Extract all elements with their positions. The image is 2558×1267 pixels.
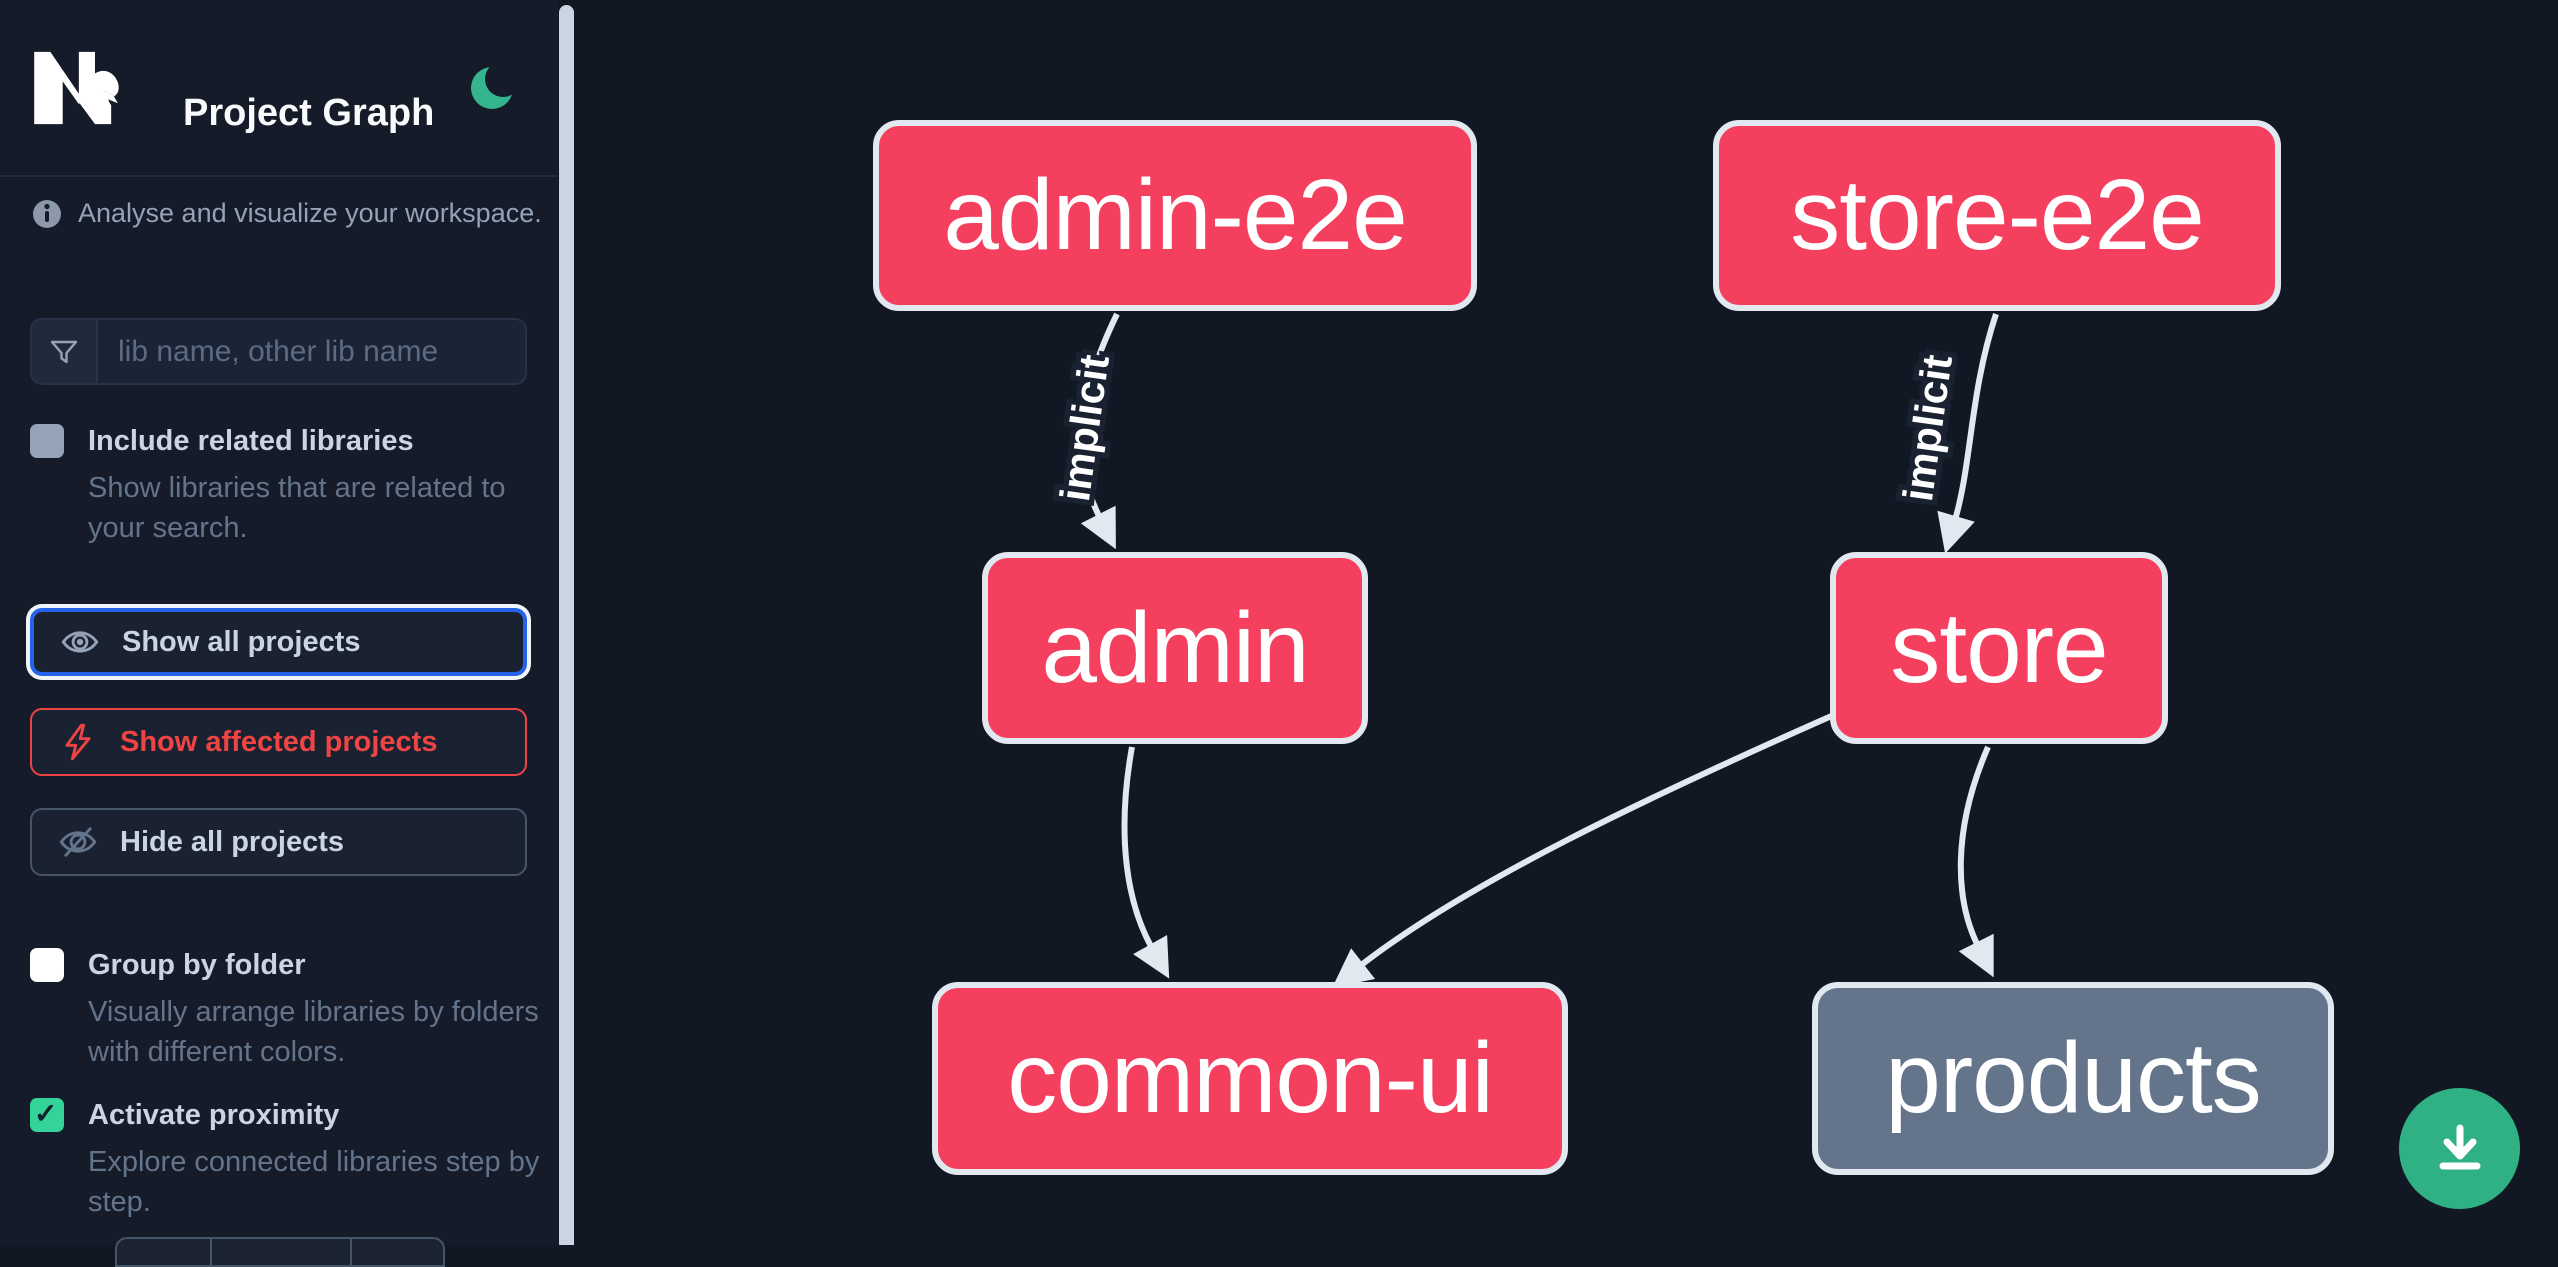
hide-all-projects-label: Hide all projects <box>120 825 345 858</box>
info-icon <box>32 199 62 229</box>
graph-node-store[interactable]: store <box>1830 552 2168 744</box>
edge-store-to-products[interactable] <box>1957 745 1994 978</box>
include-related-checkbox[interactable] <box>30 424 64 458</box>
show-all-projects-button[interactable]: Show all projects <box>30 608 527 676</box>
graph-node-admin-e2e[interactable]: admin-e2e <box>873 120 1477 311</box>
graph-node-label: common-ui <box>1007 1022 1494 1134</box>
stepper-divider <box>210 1239 212 1265</box>
edge-admin-to-common-ui[interactable] <box>1121 746 1170 979</box>
sidebar-header: Project Graph <box>0 0 558 177</box>
edge-store-e2e-to-store[interactable] <box>1937 313 1999 554</box>
group-by-folder-checkbox[interactable] <box>30 948 64 982</box>
group-by-folder-label: Group by folder <box>88 949 306 981</box>
edge-store-to-common-ui[interactable] <box>1332 711 1838 988</box>
graph-node-label: products <box>1885 1022 2262 1134</box>
edge-admin-e2e-to-admin[interactable] <box>1078 312 1120 550</box>
graph-node-admin[interactable]: admin <box>982 552 1368 744</box>
activate-proximity-label: Activate proximity <box>88 1099 340 1131</box>
page-title: Project Graph <box>183 92 435 135</box>
activate-proximity-checkbox[interactable] <box>30 1097 64 1132</box>
intro-text: Analyse and visualize your workspace. <box>78 198 542 228</box>
search-box <box>30 318 527 385</box>
hide-all-projects-button[interactable]: Hide all projects <box>30 808 527 876</box>
search-input[interactable] <box>98 320 525 383</box>
proximity-stepper[interactable] <box>115 1237 445 1267</box>
bolt-icon <box>58 722 98 762</box>
graph-node-common-ui[interactable]: common-ui <box>932 982 1568 1175</box>
workspace-intro: Analyse and visualize your workspace. <box>32 198 542 229</box>
eye-off-icon <box>58 822 98 862</box>
show-affected-projects-button[interactable]: Show affected projects <box>30 708 527 776</box>
nx-logo <box>28 50 124 126</box>
option-group-by-folder[interactable]: Group by folder Visually arrange librari… <box>30 948 539 1072</box>
download-graph-button[interactable] <box>2399 1088 2520 1209</box>
download-icon <box>2427 1116 2493 1182</box>
graph-node-label: admin <box>1041 591 1309 704</box>
graph-node-label: store-e2e <box>1790 159 2204 271</box>
graph-node-label: store <box>1890 591 2108 704</box>
graph-node-label: admin-e2e <box>943 159 1408 271</box>
theme-toggle-button[interactable] <box>466 58 522 114</box>
sidebar: Project Graph Analyse and visualize your… <box>0 0 558 1267</box>
activate-proximity-description: Explore connected libraries step by step… <box>88 1146 540 1218</box>
eye-icon <box>60 622 100 662</box>
include-related-label: Include related libraries <box>88 425 414 457</box>
graph-node-store-e2e[interactable]: store-e2e <box>1713 120 2281 311</box>
show-affected-projects-label: Show affected projects <box>120 725 438 758</box>
option-activate-proximity[interactable]: Activate proximity Explore connected lib… <box>30 1097 539 1222</box>
graph-node-products[interactable]: products <box>1812 982 2334 1175</box>
moon-icon <box>466 58 522 114</box>
group-by-folder-description: Visually arrange libraries by folders wi… <box>88 996 539 1068</box>
show-all-projects-label: Show all projects <box>122 625 361 658</box>
sidebar-scrollbar[interactable] <box>559 5 574 1245</box>
include-related-description: Show libraries that are related to your … <box>88 472 506 544</box>
stepper-divider <box>350 1239 352 1265</box>
option-include-related-libraries[interactable]: Include related libraries Show libraries… <box>30 424 528 548</box>
funnel-icon <box>32 320 98 383</box>
